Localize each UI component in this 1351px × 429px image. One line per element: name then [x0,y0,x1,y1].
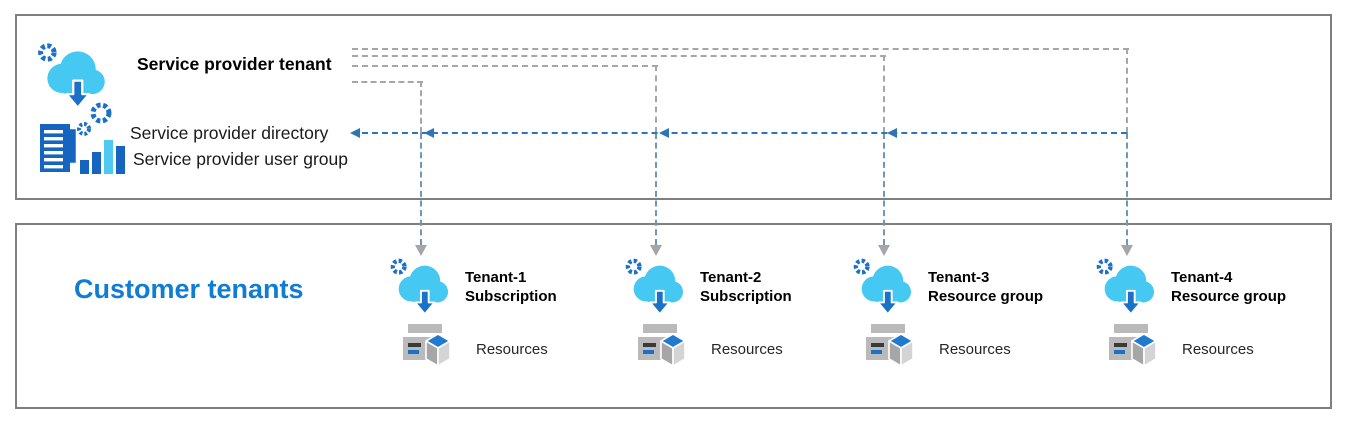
tenant-4-group: Tenant-4 Resource group Resources [1094,256,1286,376]
service-provider-tenant-box [15,14,1332,200]
tenant-2-resources-server-cube-icon [637,322,687,374]
tenant-3-vline-lower [883,133,885,245]
tenant-1-cloud-gear-download-icon [388,256,450,316]
tenant-2-cloud-gear-download-icon [623,256,685,316]
tenant-4-resources-label: Resources [1182,341,1254,358]
provider-to-tenant-4-hline [352,48,1129,50]
tenant-1-resources-label: Resources [476,341,548,358]
customer-tenants-box [15,223,1332,409]
tenant-2-scope: Subscription [700,288,792,305]
tenant-2-down-arrowhead [650,245,662,256]
tenant-2-resources-label: Resources [711,341,783,358]
tenant-1-name: Tenant-1 [465,269,527,286]
tenant-2-name: Tenant-2 [700,269,762,286]
tenant-2-group: Tenant-2 Subscription Resources [623,256,803,376]
provider-to-tenant-2-vline-upper [655,65,657,133]
tenant-2-vline-lower [655,133,657,245]
tenant-1-down-arrowhead [415,245,427,256]
provider-title: Service provider tenant [137,54,332,74]
tenant-1-resources-server-cube-icon [402,322,452,374]
provider-to-tenant-1-hline [352,81,423,83]
tenant-1-group: Tenant-1 Subscription Resources [388,256,568,376]
tenant-4-cloud-gear-download-icon [1094,256,1156,316]
tenant-4-resources-server-cube-icon [1108,322,1158,374]
provider-user-group-label: Service provider user group [133,149,348,169]
tenant-4-down-arrowhead [1121,245,1133,256]
tenant-3-name: Tenant-3 [928,269,990,286]
tenant-4-vline-lower [1126,133,1128,245]
junction-2-left-arrowhead [659,128,669,138]
junction-1-left-arrowhead [424,128,434,138]
tenant-3-cloud-gear-download-icon [851,256,913,316]
provider-to-tenant-1-vline-upper [420,81,422,133]
customer-tenants-heading: Customer tenants [74,274,304,304]
tenant-4-name: Tenant-4 [1171,269,1233,286]
tenant-3-down-arrowhead [878,245,890,256]
tenant-4-scope: Resource group [1171,288,1287,305]
tenant-3-scope: Resource group [928,288,1044,305]
provider-directory-label: Service provider directory [130,123,329,143]
provider-directory-gears-bar-chart-icon [38,100,130,182]
provider-to-tenant-3-vline-upper [883,55,885,133]
tenant-3-resources-label: Resources [939,341,1011,358]
junction-3-left-arrowhead [887,128,897,138]
provider-to-tenant-2-hline [352,65,658,67]
tenant-1-vline-lower [420,133,422,245]
tenant-1-scope: Subscription [465,288,557,305]
tenant-3-resources-server-cube-icon [865,322,915,374]
provider-to-tenant-3-hline [352,55,886,57]
tenant-3-group: Tenant-3 Resource group Resources [851,256,1043,376]
tenants-to-directory-hline [352,132,1127,134]
provider-to-tenant-4-vline-upper [1126,48,1128,133]
directory-left-arrowhead [350,128,360,138]
